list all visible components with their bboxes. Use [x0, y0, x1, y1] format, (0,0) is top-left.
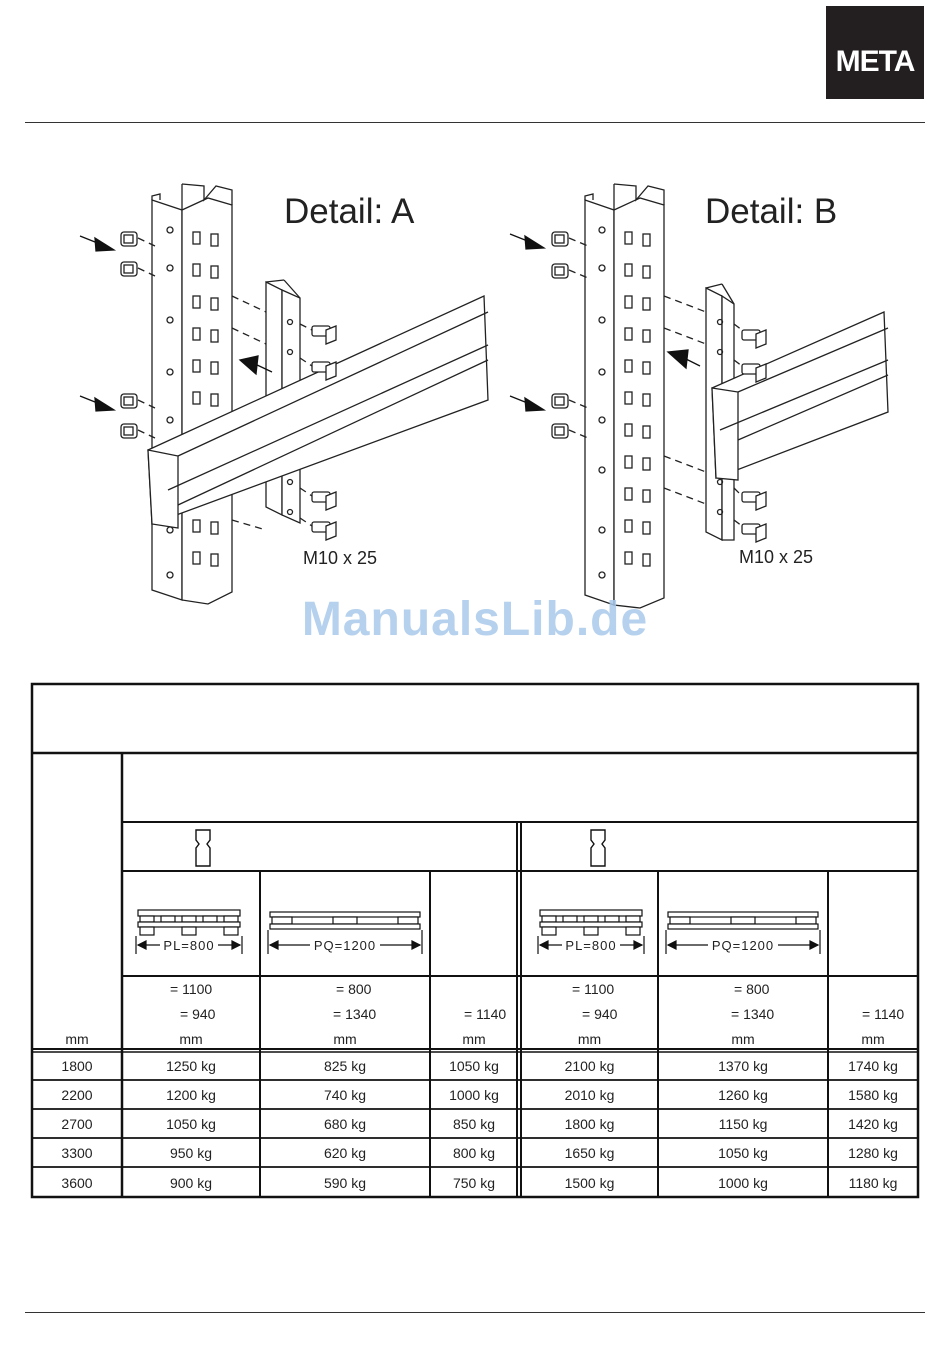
row-load-cell: 1250 kg	[166, 1058, 216, 1074]
row-load-cell: 1000 kg	[449, 1087, 499, 1103]
row-load-cell: 2100 kg	[564, 1058, 615, 1074]
dim-right-a1: = 1100	[572, 981, 615, 997]
detail-b-title: Detail: B	[705, 192, 838, 231]
assembly-drawings	[79, 183, 889, 609]
row-load-cell: 680 kg	[323, 1116, 367, 1132]
dim-right-b2: = 1340	[731, 1006, 775, 1022]
unit-col-4: mm	[577, 1031, 602, 1047]
row-load-cell: 1050 kg	[166, 1116, 216, 1132]
row-load-cell: 1200 kg	[166, 1087, 216, 1103]
pallet-icons	[135, 909, 821, 954]
row-load-cell: 850 kg	[452, 1116, 496, 1132]
dim-left-b2: = 1340	[333, 1006, 377, 1022]
detail-a-title: Detail: A	[284, 192, 415, 231]
row-height-cell: 2700	[61, 1116, 93, 1132]
row-load-cell: 800 kg	[452, 1145, 496, 1161]
meta-logo: META	[826, 6, 924, 99]
unit-col-5: mm	[731, 1031, 755, 1047]
pallet-pl-label-right: PL=800	[562, 938, 620, 954]
row-load-cell: 1050 kg	[449, 1058, 499, 1074]
row-load-cell: 1580 kg	[848, 1087, 898, 1103]
row-load-cell: 2010 kg	[564, 1087, 615, 1103]
detail-a-drawing	[79, 183, 489, 605]
dim-left-a1: = 1100	[170, 981, 213, 997]
row-load-cell: 740 kg	[323, 1087, 367, 1103]
row-load-cell: 1500 kg	[564, 1175, 615, 1191]
unit-col-3: mm	[462, 1031, 486, 1047]
pallet-pl-right	[537, 909, 645, 954]
dim-right-c2: = 1140	[862, 1006, 905, 1022]
pallet-pq-right	[665, 911, 821, 954]
unit-col-6: mm	[861, 1031, 885, 1047]
dim-right-b1: = 800	[734, 981, 770, 997]
row-load-cell: 750 kg	[452, 1175, 496, 1191]
pallet-pq-label-left: PQ=1200	[312, 938, 378, 954]
logo-text: META	[835, 45, 916, 78]
unit-col-2: mm	[333, 1031, 357, 1047]
row-load-cell: 1650 kg	[564, 1145, 615, 1161]
row-height-cell: 3600	[61, 1175, 93, 1191]
detail-b-drawing	[509, 183, 889, 609]
row-load-cell: 900 kg	[169, 1175, 213, 1191]
row-load-cell: 1420 kg	[848, 1116, 898, 1132]
row-load-cell: 1740 kg	[848, 1058, 898, 1074]
row-load-cell: 590 kg	[323, 1175, 367, 1191]
row-height-cell: 2200	[61, 1087, 93, 1103]
unit-col-1: mm	[179, 1031, 203, 1047]
pallet-pq-left	[267, 911, 423, 954]
unit-height: mm	[65, 1031, 89, 1047]
row-height-cell: 3300	[61, 1145, 93, 1161]
beam-profile-icons	[195, 829, 606, 867]
row-load-cell: 1370 kg	[718, 1058, 768, 1074]
bottom-rule	[25, 1312, 925, 1313]
dim-right-a2: = 940	[582, 1006, 618, 1022]
pallet-pl-left	[135, 909, 243, 954]
detail-a-bolt-label: M10 x 25	[303, 548, 378, 568]
row-load-cell: 1000 kg	[718, 1175, 768, 1191]
row-load-cell: 1050 kg	[718, 1145, 768, 1161]
pallet-pl-label-left: PL=800	[160, 938, 218, 954]
row-load-cell: 1180 kg	[848, 1175, 898, 1191]
dim-left-a2: = 940	[180, 1006, 216, 1022]
row-load-cell: 1150 kg	[718, 1116, 768, 1132]
row-load-cell: 950 kg	[169, 1145, 213, 1161]
watermark: ManualsLib.de	[301, 593, 649, 646]
row-load-cell: 620 kg	[323, 1145, 367, 1161]
pallet-pq-label-right: PQ=1200	[710, 938, 776, 954]
detail-b-bolt-label: M10 x 25	[739, 547, 814, 567]
row-load-cell: 1280 kg	[848, 1145, 898, 1161]
dim-left-b1: = 800	[336, 981, 372, 997]
row-load-cell: 1260 kg	[718, 1087, 768, 1103]
row-load-cell: 825 kg	[323, 1058, 367, 1074]
top-rule	[25, 122, 925, 123]
row-load-cell: 1800 kg	[564, 1116, 615, 1132]
dim-left-c2: = 1140	[464, 1006, 507, 1022]
row-height-cell: 1800	[61, 1058, 93, 1074]
